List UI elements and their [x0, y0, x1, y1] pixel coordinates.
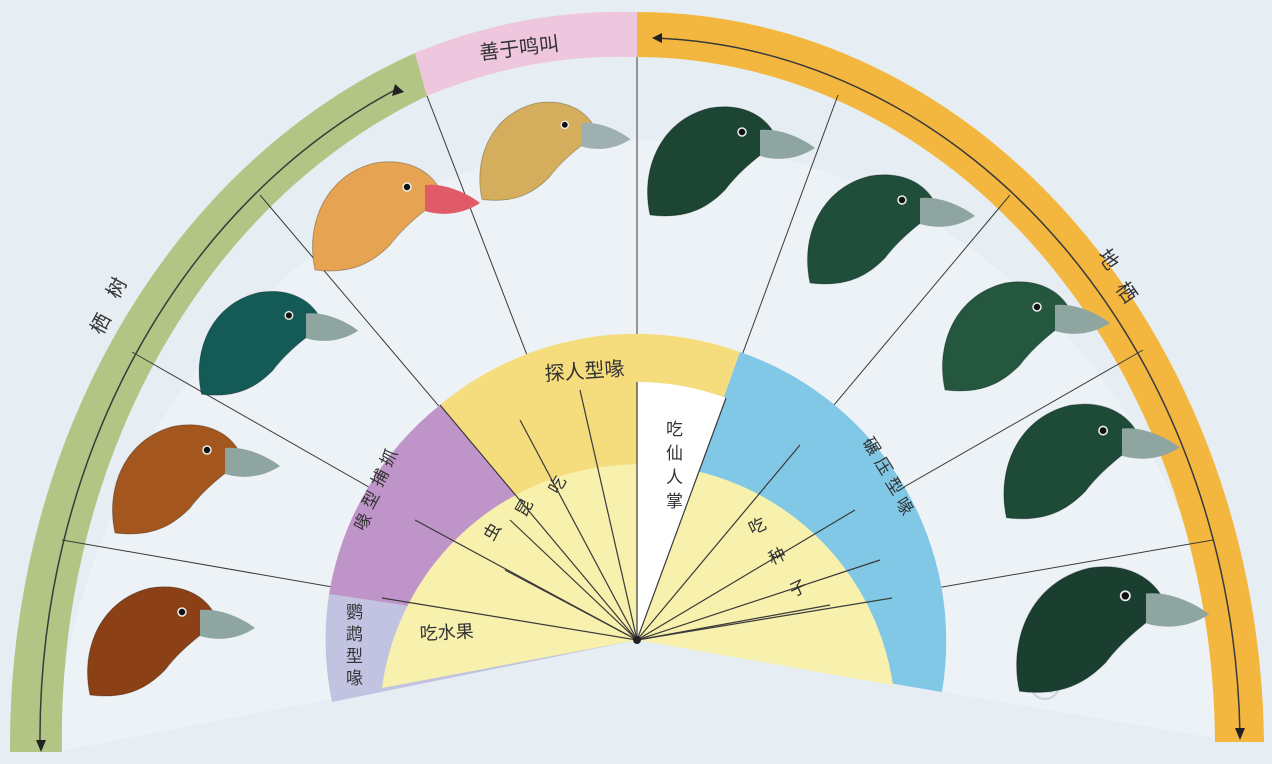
svg-text:栖: 栖	[85, 309, 116, 338]
svg-text:喙: 喙	[346, 669, 363, 689]
svg-text:型: 型	[346, 647, 363, 667]
inner-spokes	[381, 382, 893, 641]
bird-large-tree-finch	[112, 424, 280, 535]
arrow-head-tree-down	[36, 740, 46, 752]
svg-text:人: 人	[666, 468, 683, 488]
probing-beak-label: 探人型喙	[544, 356, 625, 386]
center-point	[633, 636, 641, 644]
band-tree-dwelling	[9, 53, 428, 752]
svg-text:吃: 吃	[666, 420, 683, 440]
bird-small-ground-finch-b	[942, 281, 1110, 392]
bird-small-ground-finch-a	[807, 174, 975, 285]
parrot-beak-label: 鹦 鹉 型 喙	[346, 603, 363, 689]
bird-warbler-finch	[479, 101, 631, 201]
band-song	[415, 11, 637, 97]
bird-vegetarian-finch	[312, 161, 480, 272]
svg-text:树: 树	[101, 273, 132, 302]
bird-cactus-finch	[647, 106, 815, 217]
bird-heads	[87, 101, 1210, 697]
svg-text:掌: 掌	[666, 492, 683, 512]
arrow-head-tree-up	[392, 84, 404, 96]
diet-fruit-label: 吃水果	[419, 621, 474, 645]
diet-seeds-label: 吃 种 子	[746, 514, 811, 601]
svg-text:鹦: 鹦	[346, 603, 363, 623]
bird-small-tree-finch	[198, 291, 359, 396]
diet-cactus-label: 吃 仙 人 掌	[666, 420, 683, 512]
svg-text:仙: 仙	[666, 444, 683, 464]
arrows	[39, 37, 1241, 746]
svg-text:鹉: 鹉	[346, 625, 363, 645]
svg-text:种: 种	[766, 544, 790, 569]
arrow-head-ground-left	[652, 33, 662, 43]
arrow-head-ground-down	[1235, 728, 1245, 740]
svg-text:子: 子	[787, 576, 811, 601]
bird-parrot-beak	[87, 586, 255, 697]
bird-large-ground-finch	[1016, 566, 1210, 693]
bird-medium-ground-finch	[1003, 403, 1180, 520]
band-ground-dwelling	[637, 11, 1264, 742]
cactus-sector	[637, 382, 726, 640]
svg-text:吃: 吃	[746, 514, 770, 539]
